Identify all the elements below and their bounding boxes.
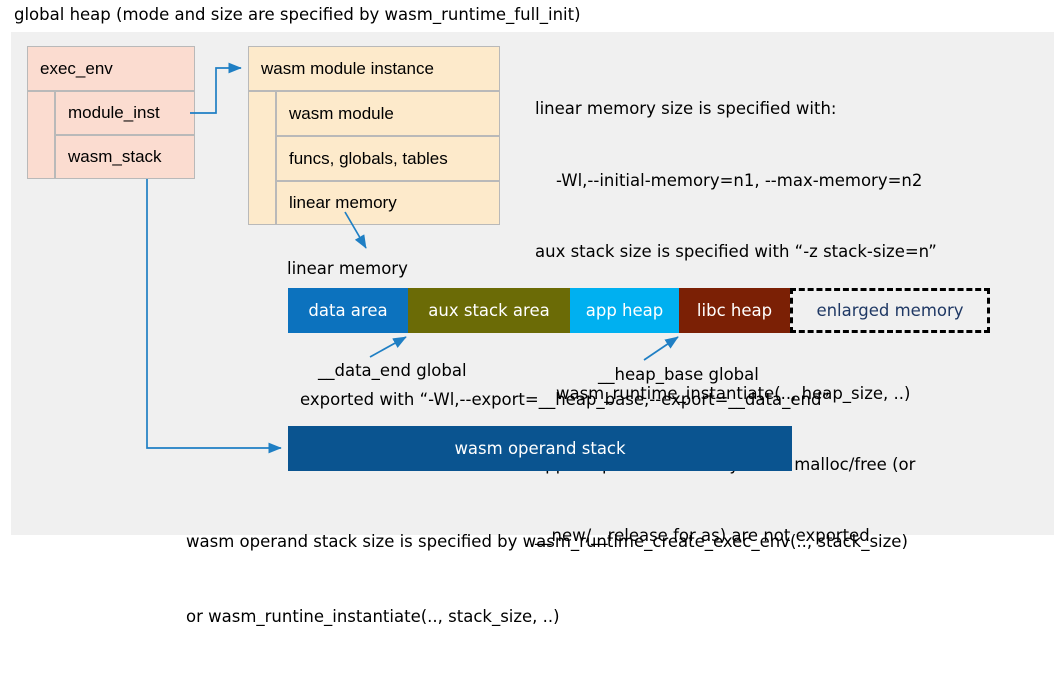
note-line-1: -Wl,--initial-memory=n1, --max-memory=n2 (535, 170, 923, 190)
exec-env-row-module-inst-label: module_inst (68, 103, 160, 122)
annotation-exported-with: exported with “-Wl,--export=__heap_base,… (300, 390, 830, 409)
module-instance-row-linear-memory: linear memory (276, 181, 500, 225)
bottom-note-line-0: wasm operand stack size is specified by … (186, 532, 908, 551)
bottom-note-line-1: or wasm_runtine_instantiate(.., stack_si… (186, 607, 560, 626)
note-line-4: wasm_runtime_instantiate(.., heap_size, … (535, 383, 911, 403)
note-line-2: aux stack size is specified with “-z sta… (535, 241, 937, 261)
module-instance-row-funcs-globals-tables: funcs, globals, tables (276, 136, 500, 181)
memory-segment-enlarged-memory-label: enlarged memory (816, 301, 964, 320)
module-instance-header: wasm module instance (248, 46, 500, 91)
memory-segment-enlarged-memory: enlarged memory (790, 288, 990, 333)
memory-segment-libc-heap: libc heap (679, 288, 790, 333)
linear-memory-caption: linear memory (287, 259, 408, 278)
page-title: global heap (mode and size are specified… (14, 5, 581, 24)
linear-memory-bar: data area aux stack area app heap libc h… (288, 288, 990, 333)
memory-segment-aux-stack-area-label: aux stack area (428, 301, 550, 320)
exec-env-row-wasm-stack-label: wasm_stack (68, 147, 162, 166)
module-instance-row-wasm-module: wasm module (276, 91, 500, 136)
operand-stack-size-note: wasm operand stack size is specified by … (186, 479, 908, 679)
memory-segment-app-heap-label: app heap (585, 301, 664, 320)
annotation-heap-base-global: __heap_base global (598, 365, 759, 384)
module-instance-header-label: wasm module instance (261, 58, 434, 78)
memory-segment-data-area-label: data area (308, 301, 388, 320)
module-instance-row-funcs-globals-tables-label: funcs, globals, tables (289, 148, 448, 168)
exec-env-header: exec_env (27, 46, 195, 91)
exec-env-row-module-inst: module_inst (55, 91, 195, 135)
memory-segment-app-heap: app heap (570, 288, 679, 333)
note-line-6: __new/__release for as) are not exported (535, 526, 870, 546)
wasm-operand-stack-bar: wasm operand stack (288, 426, 792, 471)
wasm-operand-stack-label: wasm operand stack (454, 439, 626, 458)
diagram-canvas: global heap (mode and size are specified… (11, 5, 1054, 626)
module-instance-row-linear-memory-label: linear memory (289, 193, 397, 212)
annotation-data-end-global: __data_end global (318, 361, 467, 380)
exec-env-indent-gutter (27, 91, 55, 179)
memory-segment-aux-stack-area: aux stack area (408, 288, 570, 333)
note-line-0: linear memory size is specified with: (535, 99, 837, 119)
exec-env-row-wasm-stack: wasm_stack (55, 135, 195, 179)
memory-segment-data-area: data area (288, 288, 408, 333)
module-instance-row-wasm-module-label: wasm module (289, 103, 394, 123)
exec-env-header-label: exec_env (40, 58, 113, 78)
module-instance-indent-gutter (248, 91, 276, 225)
memory-segment-libc-heap-label: libc heap (696, 301, 773, 320)
